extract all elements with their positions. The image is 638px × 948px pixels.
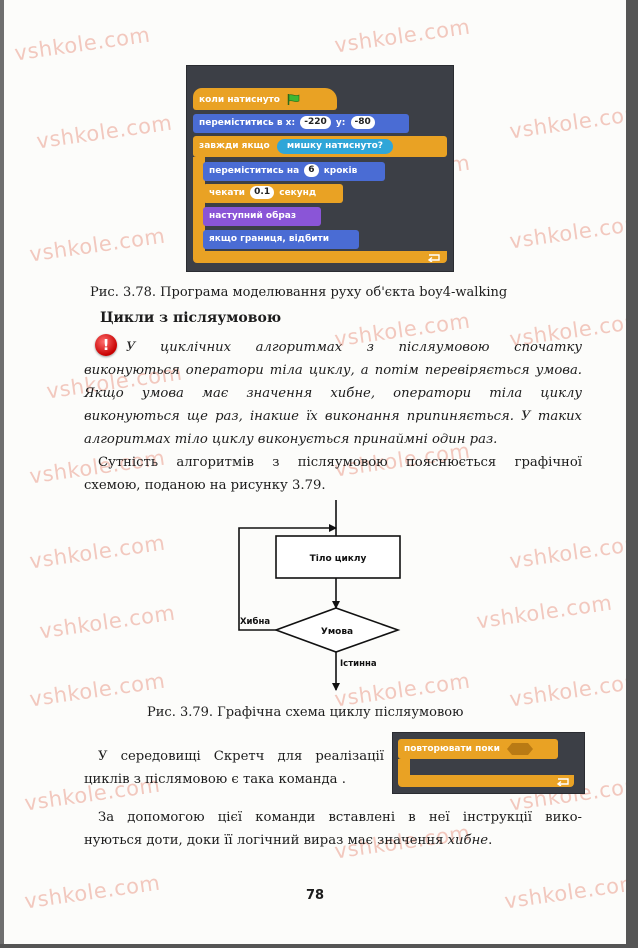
text-line: У середовищі Скретч для реалізації (98, 749, 384, 764)
y-label: y: (335, 118, 346, 128)
watermark: vshkole.com (27, 223, 167, 267)
condition-slot-icon (507, 742, 534, 755)
x-value-field: -220 (300, 116, 331, 129)
scratch-intro-paragraph: У середовищі Скретч для реалізації циклі… (84, 745, 384, 791)
watermark: vshkole.com (27, 668, 167, 712)
text-line: нуються доти, доки її логічний вираз має… (84, 829, 582, 852)
goto-xy-block: переміститись в x: -220 y: -80 (193, 114, 409, 133)
definition-paragraph: У циклічних алгоритмах з післяумовою спо… (84, 336, 582, 451)
watermark: vshkole.com (507, 100, 638, 144)
c-block-bottom (398, 775, 574, 787)
y-value-field: -80 (350, 116, 375, 129)
forever-if-block: завжди якщо мишку натиснуто? (193, 136, 447, 157)
text-line: алгоритмах тіло циклу виконується принай… (84, 432, 498, 447)
text-span: нуються доти, доки її логічний вираз має… (84, 833, 448, 848)
loop-body-label: Тіло циклу (310, 553, 367, 564)
page-edge-shadow (0, 944, 638, 948)
watermark: vshkole.com (37, 600, 177, 644)
text-line: Сутність алгоритмів з післяумовою поясню… (98, 455, 582, 470)
flowchart-diagram: Тіло циклу Умова Хибна Істинна (238, 500, 401, 691)
text-line: За допомогою цієї команди вставлені в не… (98, 810, 582, 825)
page-edge-shadow (626, 0, 638, 948)
text-span: . (488, 833, 493, 848)
watermark: vshkole.com (332, 14, 472, 58)
wait-block: чекати 0.1 секунд (203, 184, 343, 203)
c-block-arm (193, 157, 205, 253)
text-line: схемою, поданою на рисунку 3.79. (84, 478, 326, 493)
loop-arrow-icon (427, 254, 440, 262)
page-number: 78 (305, 888, 325, 903)
text-line: виконуються оператори тіла циклу, а поті… (84, 363, 582, 378)
watermark: vshkole.com (34, 110, 174, 154)
when-flag-label: коли натиснуто (199, 95, 280, 105)
seconds-label: секунд (279, 188, 317, 198)
false-branch-arrow (238, 524, 337, 631)
next-costume-block: наступний образ (203, 207, 321, 226)
wait-value-field: 0.1 (250, 186, 275, 199)
move-label: переміститись на (209, 166, 300, 176)
exclamation-icon: ! (95, 334, 117, 356)
figure-caption: Рис. 3.79. Графічна схема циклу післяумо… (147, 705, 464, 720)
bounce-block: якщо границя, відбити (203, 230, 359, 249)
condition-label: Умова (321, 627, 353, 637)
true-label: Істинна (340, 659, 377, 669)
move-steps-block: переміститись на 6 кроків (203, 162, 385, 181)
watermark: vshkole.com (12, 22, 152, 66)
repeat-until-figure: повторювати поки (392, 732, 585, 794)
watermark: vshkole.com (507, 210, 638, 254)
wait-label: чекати (209, 188, 245, 198)
watermark: vshkole.com (507, 530, 638, 574)
move-value-field: 6 (304, 164, 319, 177)
false-label: Хибна (240, 616, 270, 627)
text-line: циклів з післямовою є така команда . (84, 772, 346, 787)
scratch-script-figure: коли натиснуто переміститись в x: -220 y… (186, 65, 454, 272)
italic-term: хибне (447, 833, 489, 848)
repeat-until-label: повторювати поки (404, 744, 500, 754)
loop-arrow-icon (556, 778, 569, 786)
section-heading: Цикли з післяумовою (100, 310, 282, 326)
text-line: Якщо умова має значення хибне, оператори… (84, 386, 582, 401)
text-line: У циклічних алгоритмах з післяумовою спо… (126, 340, 582, 355)
repeat-until-paragraph: За допомогою цієї команди вставлені в не… (84, 806, 582, 852)
watermark: vshkole.com (507, 668, 638, 712)
figure-caption: Рис. 3.78. Програма моделювання руху об'… (90, 285, 508, 300)
c-block-arm (398, 759, 410, 777)
watermark: vshkole.com (27, 530, 167, 574)
repeat-until-block: повторювати поки (398, 739, 558, 759)
goto-x-label: переміститись в x: (199, 118, 296, 128)
explanation-paragraph: Сутність алгоритмів з післяумовою поясню… (84, 451, 582, 497)
steps-label: кроків (323, 166, 358, 176)
c-block-bottom (193, 251, 447, 263)
text-line: виконуються ще раз, інакше їх виконання … (84, 409, 582, 424)
mouse-down-sensing: мишку натиснуто? (276, 139, 394, 154)
watermark: vshkole.com (474, 590, 614, 634)
loop-body-box (275, 535, 401, 579)
book-page: vshkole.com vshkole.com vshkole.com vshk… (4, 0, 638, 944)
green-flag-icon (287, 94, 300, 105)
forever-if-label: завжди якщо (199, 141, 270, 151)
when-flag-clicked-block: коли натиснуто (193, 88, 337, 110)
